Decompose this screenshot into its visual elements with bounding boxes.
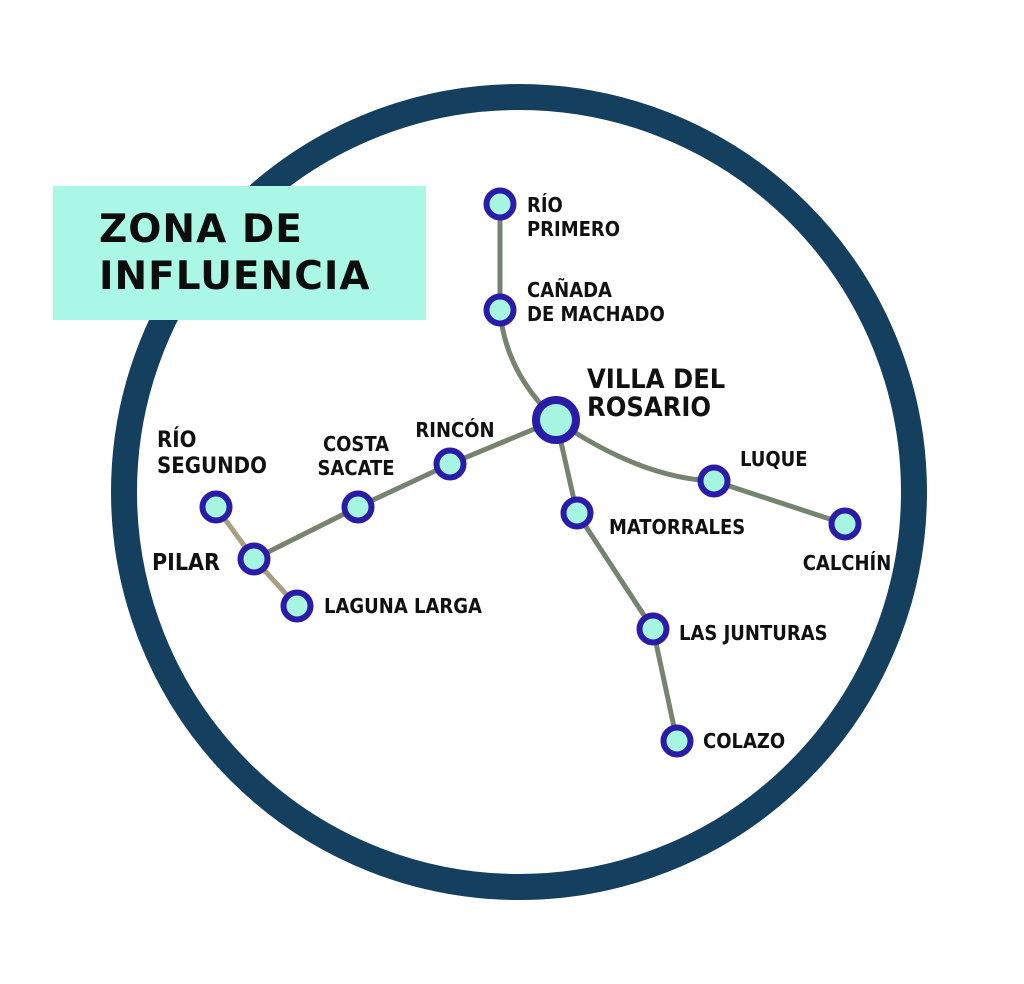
- node-las-junturas: [636, 612, 670, 646]
- node-rio-segundo: [199, 490, 233, 524]
- node-costa-sacate: [341, 490, 375, 524]
- label-matorrales-line-1: MATORRALES: [609, 515, 745, 539]
- label-colazo-line-1: COLAZO: [703, 729, 785, 753]
- title-box: ZONA DE INFLUENCIA: [53, 186, 426, 320]
- node-pilar: [237, 542, 271, 576]
- label-colazo: COLAZO: [703, 729, 785, 753]
- label-canada-de-machado-line-2: DE MACHADO: [527, 302, 665, 326]
- label-pilar: PILAR: [152, 550, 220, 576]
- title-line-1: ZONA DE: [99, 207, 303, 252]
- label-calchin-line-1: CALCHÍN: [803, 551, 892, 575]
- node-colazo: [660, 724, 694, 758]
- route-rincon-to-costa-sacate: [355, 461, 453, 510]
- label-canada-de-machado-line-1: CAÑADA: [527, 278, 612, 302]
- route-costa-sacate-to-pilar: [251, 504, 361, 562]
- title-line-2: INFLUENCIA: [99, 254, 371, 299]
- node-luque: [697, 464, 731, 498]
- label-costa-sacate-line-1: COSTA: [323, 432, 389, 456]
- route-matorrales-to-las-junturas: [574, 510, 656, 632]
- label-matorrales: MATORRALES: [609, 515, 745, 539]
- label-villa-del-rosario-line-2: ROSARIO: [587, 392, 711, 423]
- label-las-junturas-line-1: LAS JUNTURAS: [679, 621, 828, 645]
- label-laguna-larga-line-1: LAGUNA LARGA: [324, 594, 482, 618]
- label-pilar-line-1: PILAR: [152, 550, 220, 576]
- label-rio-primero-line-1: RÍO: [527, 193, 563, 217]
- label-rincon: RINCÓN: [415, 418, 494, 442]
- node-villa-del-rosario: [532, 396, 580, 444]
- label-las-junturas: LAS JUNTURAS: [679, 621, 828, 645]
- node-laguna-larga: [280, 589, 314, 623]
- label-luque-line-1: LUQUE: [740, 447, 808, 471]
- label-rio-primero-line-2: PRIMERO: [527, 217, 620, 241]
- route-luque-to-calchin: [711, 478, 848, 527]
- node-rincon: [433, 447, 467, 481]
- node-rio-primero: [483, 187, 517, 221]
- label-laguna-larga: LAGUNA LARGA: [324, 594, 482, 618]
- node-calchin: [828, 507, 862, 541]
- label-rio-segundo-line-1: RÍO: [157, 427, 196, 453]
- route-las-junturas-to-colazo: [650, 626, 680, 744]
- label-rincon-line-1: RINCÓN: [415, 418, 494, 442]
- label-rio-segundo-line-2: SEGUNDO: [157, 454, 267, 479]
- node-canada-de-machado: [483, 293, 517, 327]
- label-luque: LUQUE: [740, 447, 808, 471]
- label-calchin: CALCHÍN: [803, 551, 892, 575]
- label-villa-del-rosario-line-1: VILLA DEL: [587, 364, 725, 395]
- label-costa-sacate-line-2: SACATE: [317, 456, 394, 480]
- node-matorrales: [560, 496, 594, 530]
